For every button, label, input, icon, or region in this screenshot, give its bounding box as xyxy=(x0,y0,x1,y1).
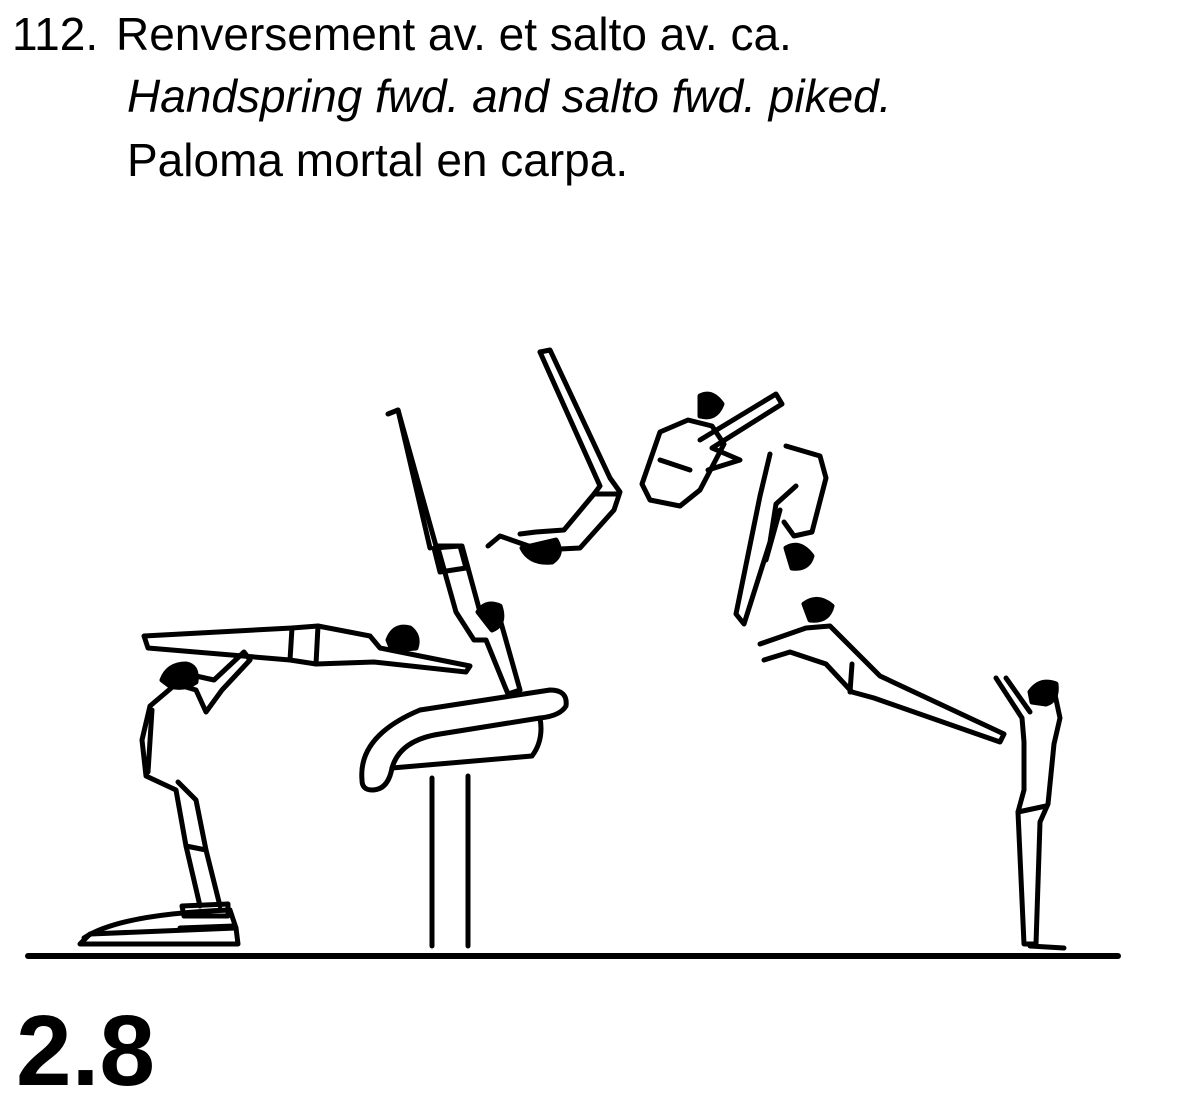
element-name-es: Paloma mortal en carpa. xyxy=(127,134,629,186)
gymnast-support xyxy=(385,407,523,697)
gymnast-salto-1 xyxy=(639,391,785,509)
element-number: 112. xyxy=(12,8,99,60)
gymnast-preflight xyxy=(141,623,473,675)
gymnast-extension xyxy=(757,597,1007,745)
gymnast-repulsion xyxy=(485,347,623,565)
springboard xyxy=(77,907,241,947)
gymnast-springboard xyxy=(139,649,253,919)
gymnast-salto-2 xyxy=(733,443,829,627)
element-name-en: Handspring fwd. and salto fwd. piked. xyxy=(127,70,892,122)
vaulting-table xyxy=(359,687,569,949)
difficulty-value: 2.8 xyxy=(16,995,156,1107)
element-name-fr: Renversement av. et salto av. ca. xyxy=(116,8,792,60)
gymnast-landing xyxy=(993,675,1067,951)
